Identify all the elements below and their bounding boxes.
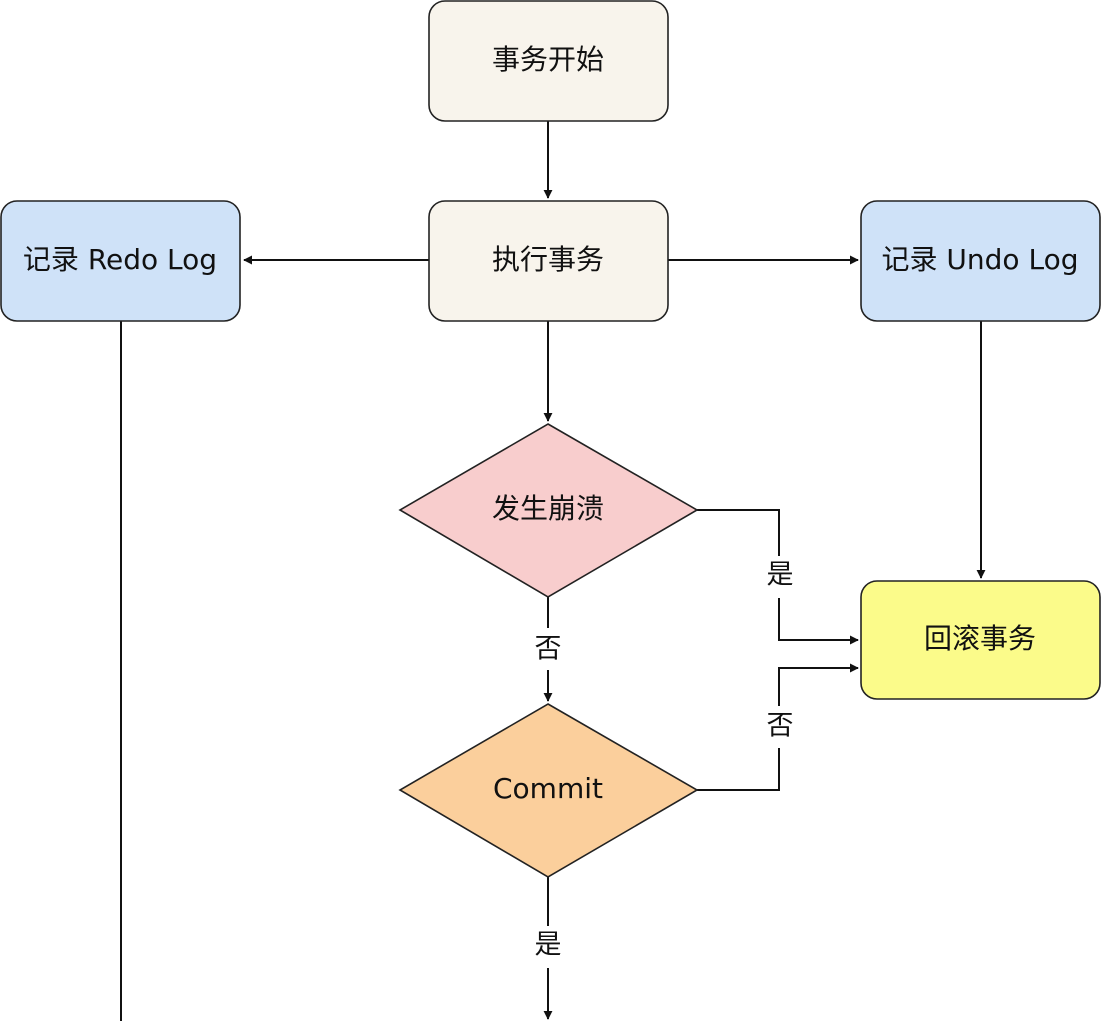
node-crash: 发生崩溃 [398,423,699,598]
node-execute: 执行事务 [428,200,669,322]
edge-label-commit-no: 否 [767,711,794,742]
node-rollback-label: 回滚事务 [924,622,1036,655]
node-crash-diamond [398,423,699,598]
node-commit: Commit [398,703,699,878]
node-redo-label: 记录 Redo Log [23,243,217,276]
node-crash-label: 发生崩溃 [492,492,604,525]
node-start: 事务开始 [428,0,669,122]
node-redo: 记录 Redo Log [0,200,241,322]
node-rollback: 回滚事务 [860,580,1101,700]
node-commit-label: Commit [493,772,603,805]
edge-label-commit-yes: 是 [535,930,562,961]
node-undo-box [860,200,1101,322]
node-execute-label: 执行事务 [492,243,604,276]
node-execute-box [428,200,669,322]
node-undo-label: 记录 Undo Log [882,243,1079,276]
edge-label-crash-no: 否 [535,634,562,665]
node-start-label: 事务开始 [492,43,604,76]
node-redo-box [0,200,241,322]
edge-labels: 否 是 否 是 [530,556,798,968]
node-undo: 记录 Undo Log [860,200,1101,322]
node-rollback-box [860,580,1101,700]
edge-label-crash-yes: 是 [767,560,794,591]
node-commit-diamond [398,703,699,878]
node-start-box [428,0,669,122]
